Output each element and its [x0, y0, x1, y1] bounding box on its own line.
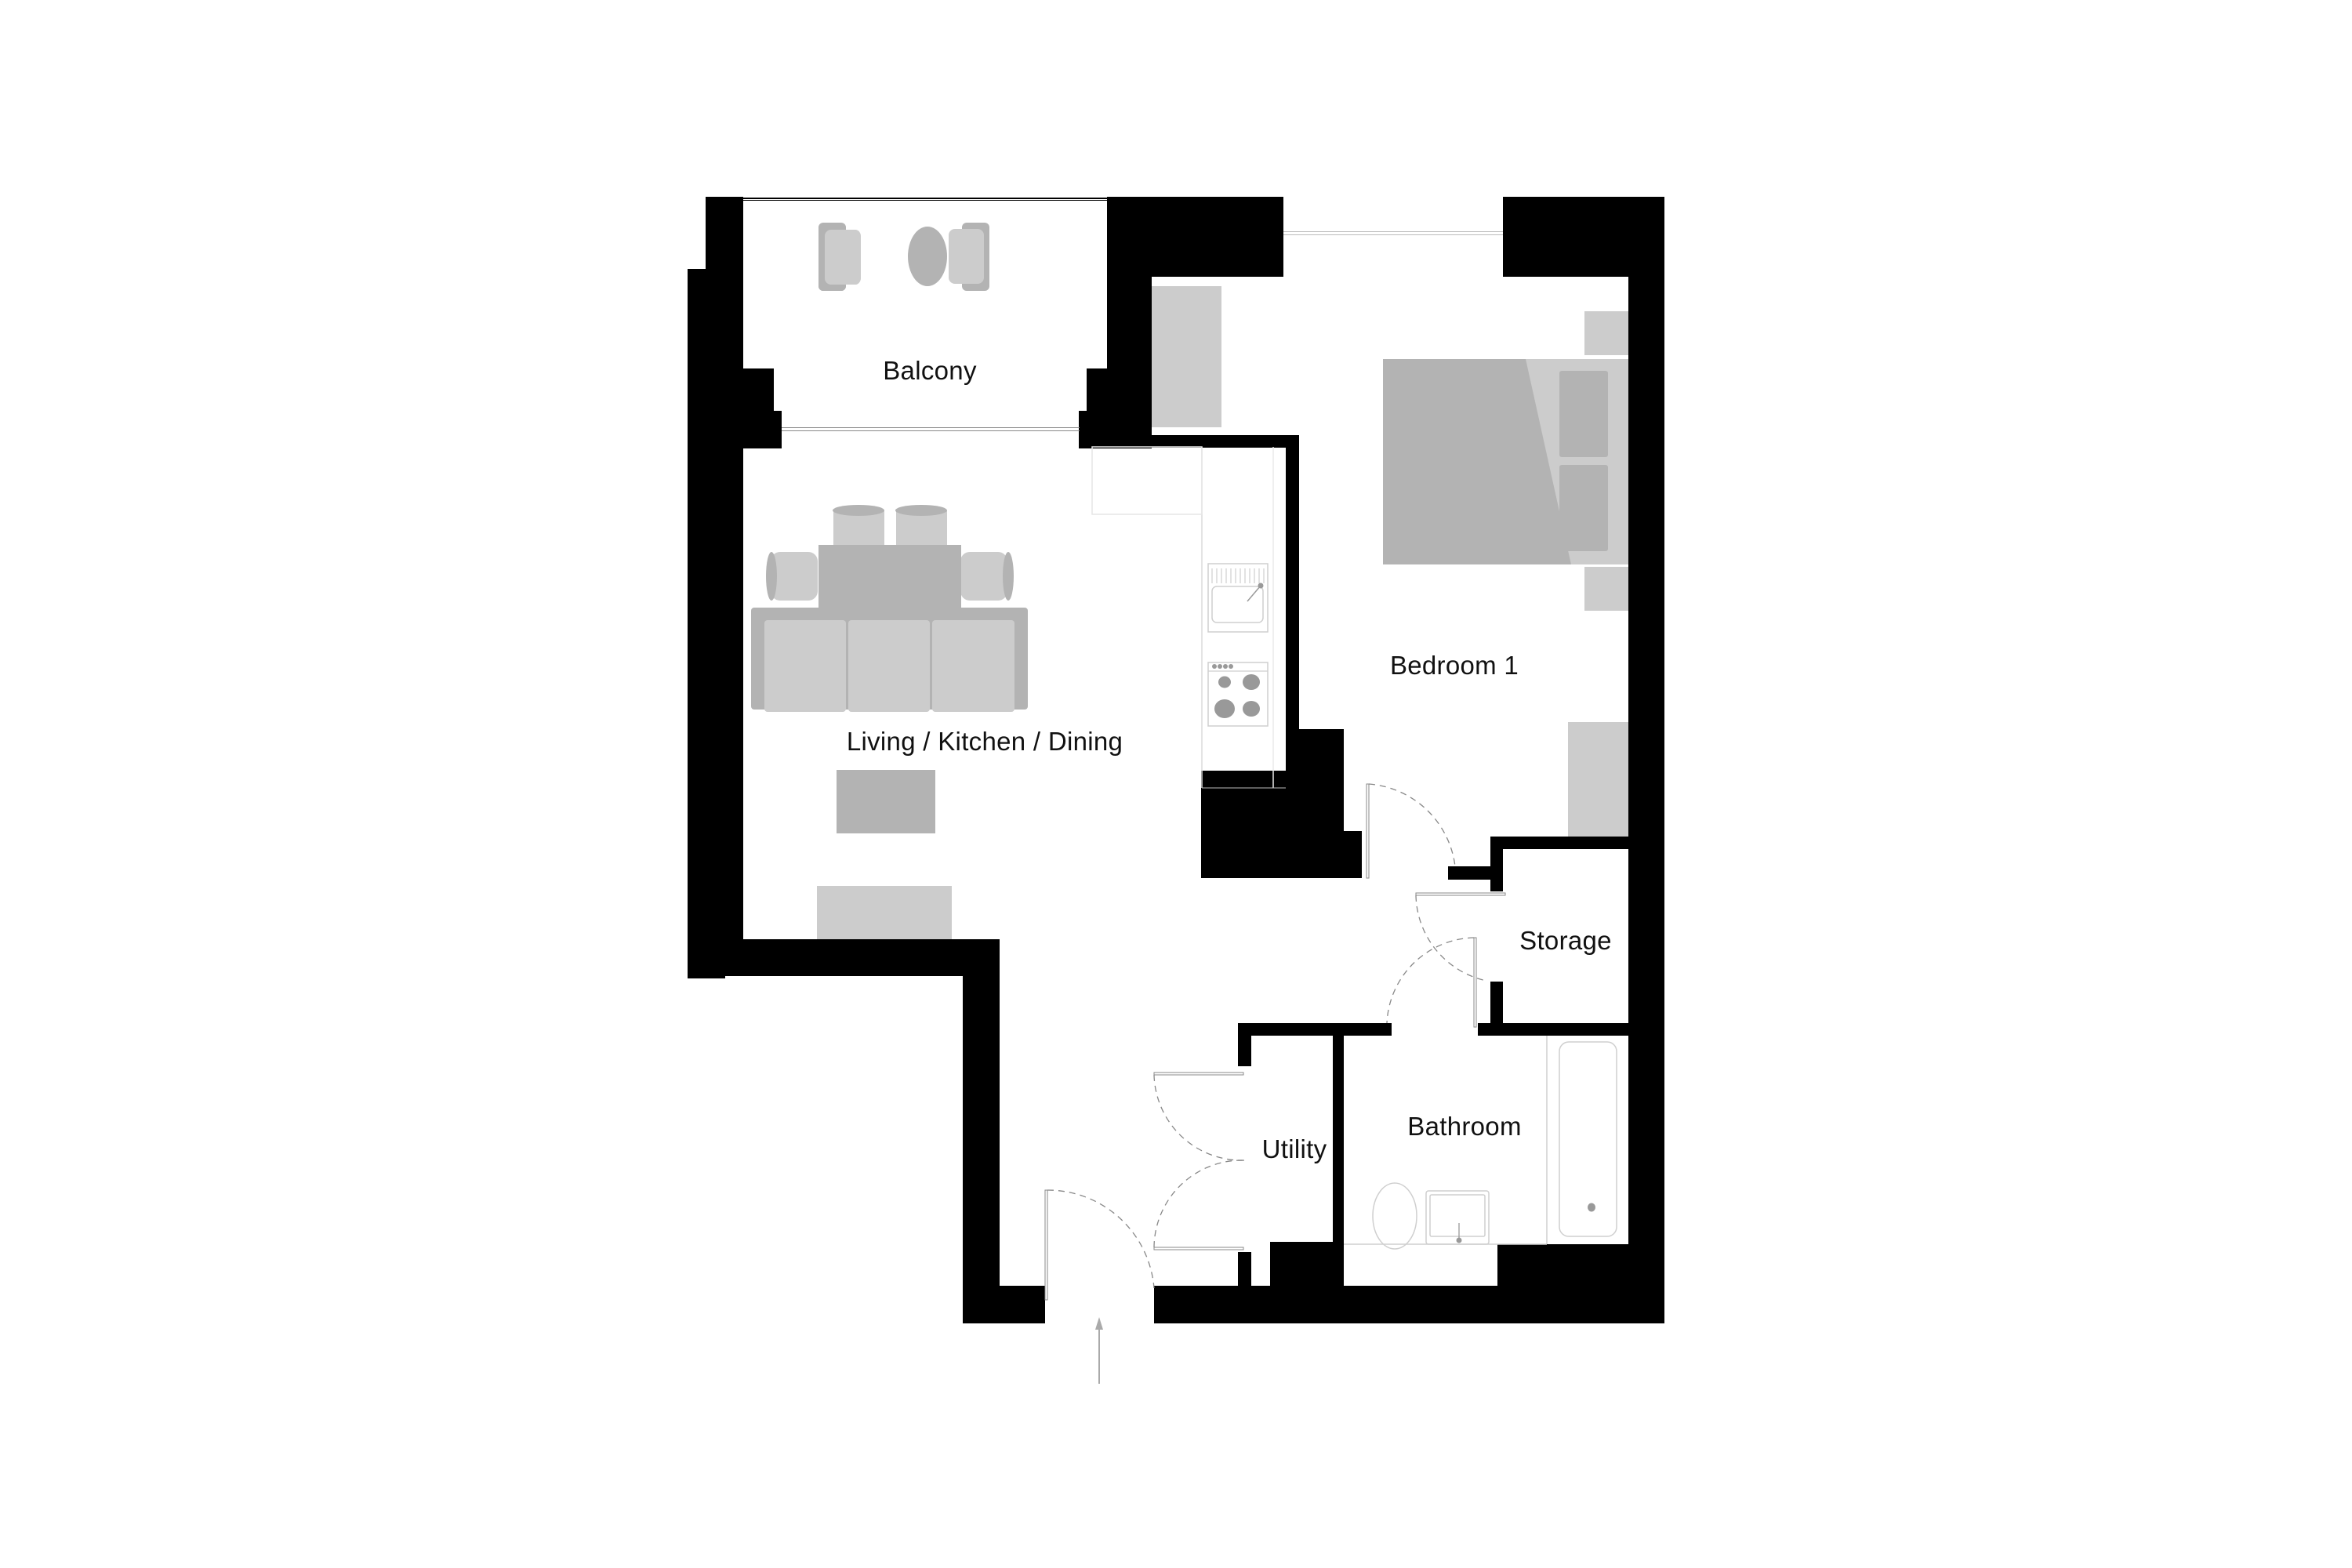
window-balcony-door [782, 427, 1080, 431]
wall-kitchen-top [1079, 435, 1298, 448]
wall-storage-left-top [1490, 837, 1503, 891]
coffee-table [837, 770, 935, 833]
room-label-living: Living / Kitchen / Dining [846, 727, 1123, 756]
wall-bedroom-left [1286, 435, 1299, 811]
wall-storage-left-bottom [1490, 982, 1503, 1029]
balcony-chair-left [825, 230, 860, 285]
wall-bottom [1154, 1286, 1664, 1323]
bedroom-wardrobe [1152, 286, 1221, 427]
wall-utility-top [1238, 1023, 1392, 1036]
bedside-table-top [1584, 311, 1628, 355]
dining-and-sofa [751, 505, 1028, 712]
wall-living-bottom [688, 939, 1000, 976]
double-bed [1383, 359, 1628, 564]
window-balcony-top [742, 198, 1108, 201]
bedroom-dresser [1568, 722, 1628, 837]
wall-balcony-left [706, 197, 743, 271]
tv-unit [817, 886, 952, 939]
room-label-bathroom: Bathroom [1407, 1112, 1522, 1141]
wall-bath-bottom-right [1497, 1244, 1631, 1291]
wall-corridor-left [963, 939, 1000, 1323]
room-label-bedroom1: Bedroom 1 [1389, 651, 1519, 680]
wall-utility-bath-divider [1333, 1023, 1344, 1290]
wall-utility-left-bottom [1238, 1252, 1251, 1291]
wall-kitchen-bottom2 [1201, 831, 1362, 878]
wall-balcony-left-step2 [688, 411, 782, 448]
room-label-utility: Utility [1261, 1134, 1327, 1163]
room-label-balcony: Balcony [883, 356, 977, 385]
wall-utility-left-top [1238, 1023, 1251, 1066]
wall-right-outer [1628, 197, 1664, 1323]
wall-utility-bottom-block [1270, 1242, 1344, 1289]
wall-bottom-left [963, 1286, 1045, 1323]
room-label-storage: Storage [1519, 926, 1612, 955]
wall-bedroom-door-right [1448, 866, 1503, 880]
wall-living-left [688, 447, 725, 978]
wall-storage-bottom [1478, 1023, 1628, 1036]
window-bedroom-top [1283, 231, 1503, 235]
bathroom-fixtures [1344, 1036, 1617, 1250]
wall-storage-top [1490, 837, 1628, 849]
entrance-arrow-icon [1095, 1317, 1103, 1384]
bedside-table-bottom [1584, 567, 1628, 611]
